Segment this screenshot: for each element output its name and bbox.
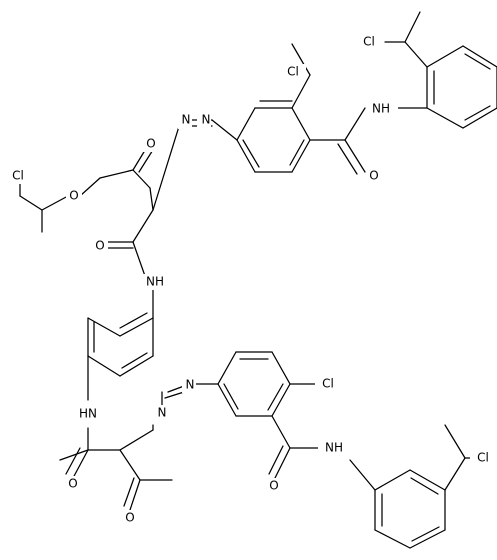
o-atom-amide-bottom: O [269, 479, 278, 493]
o-atom-amide-upper: O [369, 169, 378, 183]
nh-atom-bottom-amide: NH [325, 441, 343, 455]
cl-atom-top-right: Cl [363, 35, 375, 49]
n-atom-azo-2b: N [186, 378, 195, 392]
o-atom-ether: O [69, 189, 78, 203]
hn-atom-lower-left: HN [79, 407, 97, 421]
o-atom-ketone-lower: O [125, 511, 134, 525]
cl-atom-ring-lower: Cl [322, 377, 334, 391]
o-atom-ketone-upper: O [146, 137, 155, 151]
atom-labels: Cl Cl NH O O Cl O N N O NH HN O O N N Cl [6, 33, 496, 526]
n-atom-azo-1b: N [182, 113, 191, 127]
n-atom-azo-1a: N [202, 113, 211, 127]
nh-atom-mid-amide: NH [146, 275, 164, 289]
o-atom-amide-lower-left: O [68, 477, 77, 491]
nh-atom-upper-amide: NH [372, 102, 390, 116]
cl-atom-ring-upper: Cl [287, 65, 299, 79]
cl-atom-bottom-right: Cl [477, 451, 489, 465]
o-atom-amide-mid: O [95, 239, 104, 253]
n-atom-azo-2a: N [158, 406, 167, 420]
cl-atom-ether: Cl [12, 169, 24, 183]
bond-lines [19, 11, 497, 549]
